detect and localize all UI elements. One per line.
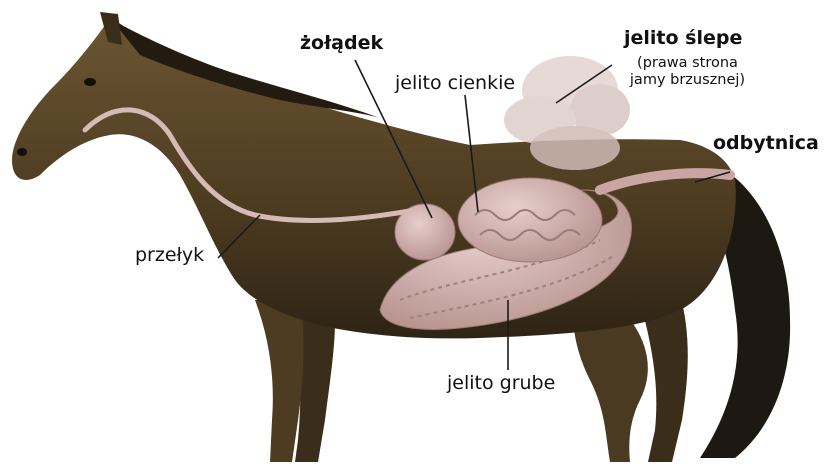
label-rectum: odbytnica xyxy=(713,134,819,153)
small-intestine-organ xyxy=(458,178,602,262)
label-cecum-note: (prawa strona jamy brzusznej) xyxy=(620,55,755,88)
label-cecum-note-line2: jamy brzusznej) xyxy=(620,72,755,89)
horse-eye xyxy=(84,78,96,86)
label-small-intestine: jelito cienkie xyxy=(395,74,515,93)
label-stomach: żołądek xyxy=(300,34,383,53)
horse-front-leg-near xyxy=(255,300,304,462)
label-large-intestine: jelito grube xyxy=(447,374,555,393)
label-cecum: jelito ślepe xyxy=(624,29,742,48)
horse-nostril xyxy=(17,148,27,156)
label-esophagus: przełyk xyxy=(135,246,204,265)
label-cecum-note-line1: (prawa strona xyxy=(620,55,755,72)
